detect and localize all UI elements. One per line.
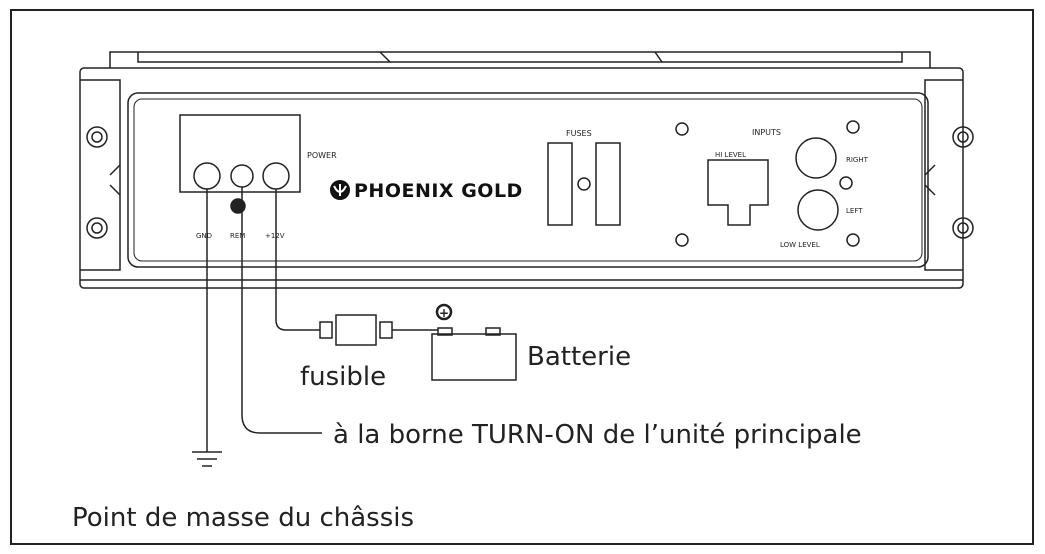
- amplifier-body: [79, 51, 964, 289]
- battery-plus-sign: +: [439, 306, 449, 320]
- outer-frame: [10, 9, 1034, 545]
- fuse-holder: [547, 142, 621, 226]
- gnd-label: GND: [196, 232, 212, 240]
- remote-wire: [241, 187, 322, 434]
- hi-level-label: HI LEVEL: [715, 151, 746, 159]
- fuses-label: FUSES: [566, 129, 592, 138]
- plus12v-label: +12V: [265, 232, 285, 240]
- hi-level-connector: [707, 159, 769, 226]
- rem-terminal: [230, 164, 254, 188]
- mounting-screws: [86, 126, 974, 239]
- input-jacks: [675, 120, 860, 247]
- rem-label: REM: [230, 232, 245, 240]
- brand-name: PHOENIX GOLD: [354, 180, 523, 202]
- wiring: [206, 187, 438, 452]
- fuse-caption: fusible: [300, 362, 386, 392]
- low-level-label: LOW LEVEL: [780, 241, 820, 249]
- power-label: POWER: [307, 151, 337, 160]
- right-label: RIGHT: [846, 156, 869, 164]
- power-terminal-block: [179, 114, 301, 214]
- left-rca-jack: [797, 189, 839, 231]
- chassis-ground-caption: Point de masse du châssis: [72, 503, 414, 533]
- left-label: LEFT: [846, 207, 863, 215]
- inline-fuse: [319, 321, 333, 339]
- ground-symbol-icon: [192, 451, 222, 467]
- power-wire: [275, 189, 320, 331]
- battery-caption: Batterie: [527, 342, 631, 372]
- right-rca-jack: [795, 137, 837, 179]
- indicator-led: [230, 198, 246, 214]
- turn-on-caption: à la borne TURN-ON de l’unité principale: [333, 420, 862, 450]
- battery-icon: [431, 303, 517, 381]
- phoenix-logo-icon: [330, 180, 350, 200]
- plus12v-terminal: [262, 162, 290, 190]
- gnd-terminal: [193, 162, 221, 190]
- inputs-label: INPUTS: [752, 128, 781, 137]
